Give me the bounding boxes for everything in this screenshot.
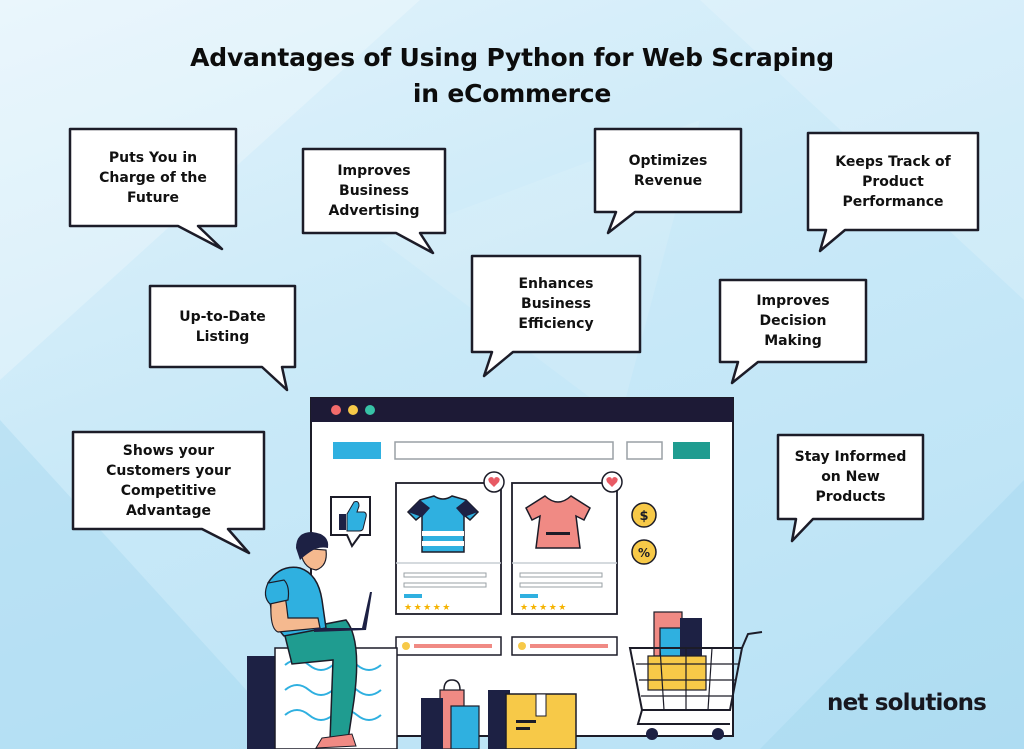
bubble-competitive-label: Shows your Customers your Competitive Ad… bbox=[106, 442, 231, 519]
bubble-efficiency: Enhances Business Efficiency bbox=[474, 258, 638, 350]
bubble-competitive: Shows your Customers your Competitive Ad… bbox=[75, 434, 262, 527]
brand-name: net solutions bbox=[827, 690, 987, 716]
person-with-laptop bbox=[247, 532, 398, 749]
shopping-cart-icon bbox=[628, 611, 763, 740]
bubble-new-products-label: Stay Informed on New Products bbox=[794, 449, 907, 505]
bubble-competitive-shape bbox=[71, 430, 266, 555]
thumbs-up-icon bbox=[330, 496, 371, 548]
card-2-rating: ★★★★★ bbox=[520, 603, 568, 613]
bubble-future-label: Puts You in Charge of the Future bbox=[99, 149, 207, 206]
bubble-revenue-shape bbox=[593, 127, 743, 235]
bubble-listing: Up-to-Date Listing bbox=[152, 288, 293, 365]
bubble-decision-label: Improves Decision Making bbox=[756, 293, 830, 349]
bubble-advertising: Improves Business Advertising bbox=[305, 151, 443, 231]
add-to-cart-bar-1 bbox=[395, 636, 502, 656]
bubble-new-products-shape bbox=[776, 433, 925, 543]
bubble-performance: Keeps Track of Product Performance bbox=[810, 135, 976, 228]
bubble-revenue-label: Optimizes Revenue bbox=[628, 152, 708, 189]
add-to-cart-bar-2 bbox=[511, 636, 618, 656]
dollar-coin-icon bbox=[631, 502, 657, 528]
percent-coin-icon bbox=[631, 539, 657, 565]
dollar-symbol: $ bbox=[639, 509, 648, 524]
product-card-shirt bbox=[395, 471, 505, 615]
bubble-decision: Improves Decision Making bbox=[722, 282, 864, 360]
percent-symbol: % bbox=[638, 546, 650, 560]
shopping-bags bbox=[421, 679, 510, 749]
bubble-performance-label: Keeps Track of Product Performance bbox=[835, 153, 951, 210]
title-line-2: in eCommerce bbox=[412, 79, 612, 108]
bubble-performance-shape bbox=[806, 131, 980, 253]
bubble-advertising-shape bbox=[301, 147, 447, 255]
net-solutions-logo: net solutions bbox=[827, 690, 987, 716]
bubble-listing-shape bbox=[148, 284, 297, 392]
page-title: Advantages of Using Python for Web Scrap… bbox=[112, 40, 912, 112]
bubble-advertising-label: Improves Business Advertising bbox=[328, 163, 420, 219]
title-line-1: Advantages of Using Python for Web Scrap… bbox=[190, 43, 834, 72]
product-card-top bbox=[511, 471, 623, 615]
bubble-new-products: Stay Informed on New Products bbox=[780, 437, 921, 517]
bubble-listing-label: Up-to-Date Listing bbox=[179, 308, 266, 345]
cardboard-box bbox=[505, 693, 577, 749]
bubble-decision-shape bbox=[718, 278, 868, 385]
bubble-efficiency-label: Enhances Business Efficiency bbox=[518, 276, 594, 332]
bubble-future: Puts You in Charge of the Future bbox=[72, 131, 234, 224]
card-1-rating: ★★★★★ bbox=[404, 603, 452, 613]
bubble-efficiency-shape bbox=[470, 254, 642, 378]
bubble-future-shape bbox=[68, 127, 238, 251]
bubble-revenue: Optimizes Revenue bbox=[597, 131, 739, 210]
